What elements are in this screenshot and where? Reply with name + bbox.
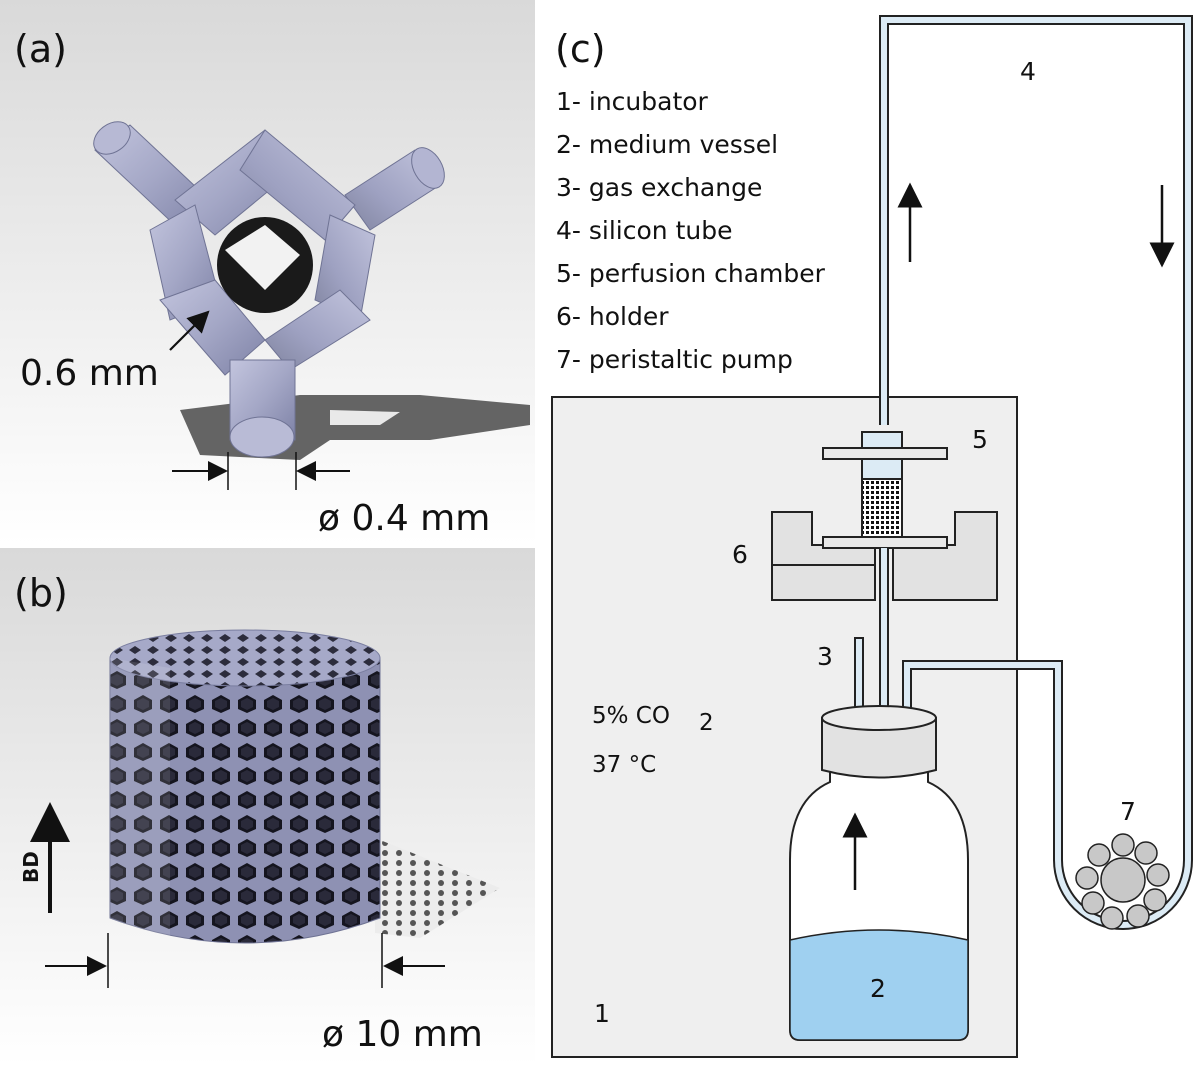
chamber-cap [861,431,903,449]
number-7: 7 [1120,797,1136,826]
number-1: 1 [594,999,610,1028]
panel-a: (a) 0.6 mm ø 0.4 mm [0,0,535,545]
medium-liquid [789,929,969,1041]
temperature-label: 37 °C [592,752,656,778]
shadow-hole [330,410,400,425]
legend-item-holder: 6- holder [556,302,669,331]
chamber-top-plate [822,447,948,460]
scaffold-shadow [375,838,500,938]
strut-unit-cell [93,121,445,458]
legend-item-medium-vessel: 2- medium vessel [556,130,779,159]
number-5: 5 [972,425,988,454]
strut-pore-light [225,225,300,290]
diameter-dimension-label: ø 0.4 mm [318,498,490,539]
scaffold-cylinder [109,657,381,944]
holder-right [892,511,998,601]
co2-label: 5% CO [592,703,670,729]
scaffold-in-chamber [861,478,903,538]
number-3: 3 [817,642,833,671]
strut-dimension-label: 0.6 mm [20,353,159,394]
co2-subscript: 2 [699,710,714,736]
peristaltic-pump [1075,833,1170,930]
panel-c-label: (c) [555,27,606,71]
panel-b-label: (b) [14,571,68,615]
vessel-lid-top [821,705,937,731]
build-direction-label: BD [19,851,43,883]
panel-a-label: (a) [14,27,67,71]
panel-b: BD (b) ø 10 mm [0,548,535,1066]
strut-arrow [169,310,210,351]
scaffold-top [109,629,381,687]
panel-c: (c) 4 5 6 3 7 2 1 5% CO 2 37 °C [535,0,1200,1066]
legend-item-gas-exchange: 3- gas exchange [556,173,763,202]
chamber-body [861,458,903,480]
number-2: 2 [870,974,886,1003]
legend-item-peristaltic-pump: 7- peristaltic pump [556,345,793,374]
legend-item-silicon-tube: 4- silicon tube [556,216,733,245]
vessel-lid [821,717,937,779]
component-legend: 1- incubator 2- medium vessel 3- gas exc… [556,80,825,381]
chamber-bottom-plate [822,536,948,549]
number-6: 6 [732,540,748,569]
legend-item-perfusion-chamber: 5- perfusion chamber [556,259,825,288]
legend-item-incubator: 1- incubator [556,87,708,116]
scaffold-highlight [110,658,170,936]
number-4: 4 [1020,57,1036,86]
diameter-dimension-label: ø 10 mm [322,1014,483,1055]
